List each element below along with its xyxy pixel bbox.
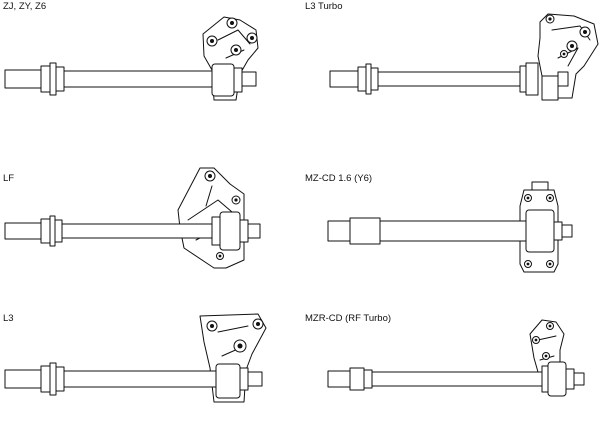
engine-label-zj-zy-z6: ZJ, ZY, Z6 xyxy=(3,1,47,12)
shaft-assembly xyxy=(5,363,262,398)
engine-label-lf: LF xyxy=(3,173,15,184)
diagram-mz-cd-1-6-y6: MZ-CD 1.6 (Y6) xyxy=(302,172,602,302)
diagram-l3: L3 xyxy=(0,312,300,442)
shaft-assembly xyxy=(5,212,260,250)
engine-label-mz-cd-1-6-y6: MZ-CD 1.6 (Y6) xyxy=(305,173,373,184)
shaft-assembly xyxy=(330,63,568,100)
driveshaft-l3 xyxy=(0,312,300,442)
driveshaft-l3-turbo xyxy=(302,0,602,130)
bracket xyxy=(530,320,564,372)
engine-label-mzr-cd-rf-turbo: MZR-CD (RF Turbo) xyxy=(305,313,392,324)
driveshaft-mzr-cd-rf-turbo xyxy=(302,312,602,442)
diagram-l3-turbo: L3 Turbo xyxy=(302,0,602,130)
driveshaft-mz-cd-1-6-y6 xyxy=(302,172,602,302)
driveshaft-zj-zy-z6 xyxy=(0,0,300,130)
engine-label-l3: L3 xyxy=(3,313,14,324)
shaft-assembly xyxy=(328,362,584,396)
diagram-zj-zy-z6: ZJ, ZY, Z6 xyxy=(0,0,300,130)
shaft-assembly xyxy=(5,63,256,96)
driveshaft-lf xyxy=(0,172,300,302)
diagram-lf: LF xyxy=(0,172,300,302)
engine-label-l3-turbo: L3 Turbo xyxy=(305,1,343,12)
diagram-mzr-cd-rf-turbo: MZR-CD (RF Turbo) xyxy=(302,312,602,442)
shaft-assembly xyxy=(328,210,572,252)
